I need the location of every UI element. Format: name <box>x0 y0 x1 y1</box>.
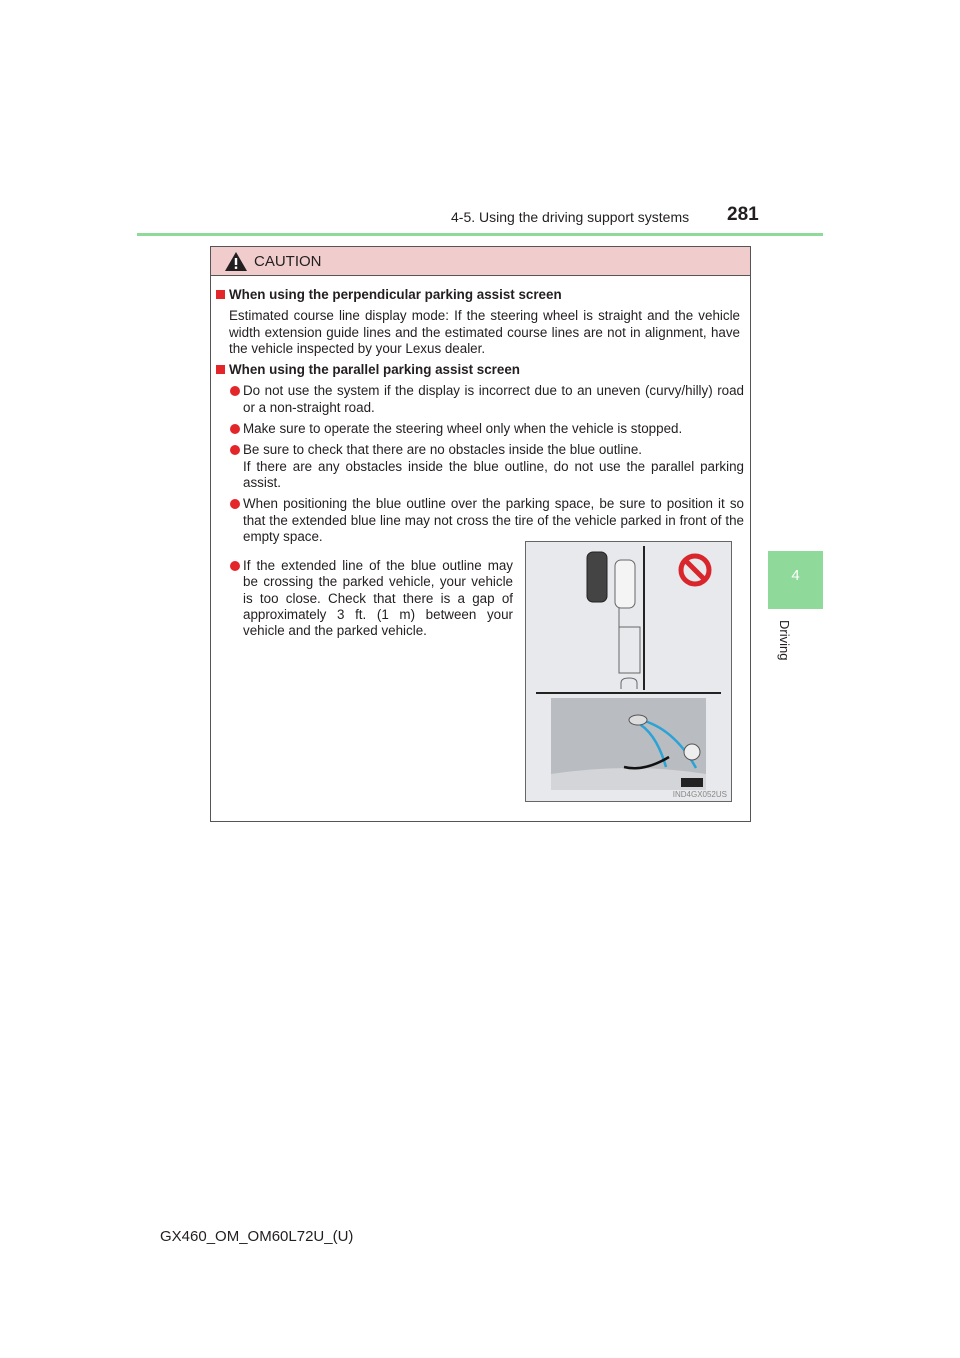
bullet-icon <box>230 386 240 397</box>
warning-icon <box>225 251 247 271</box>
header-rule <box>137 233 823 236</box>
bullet-icon <box>230 424 240 435</box>
caution-box: CAUTION When using the perpendicular par… <box>210 246 751 822</box>
section-title: 4-5. Using the driving support systems <box>451 209 690 225</box>
bullet-icon <box>230 499 240 510</box>
chapter-tab: 4 <box>768 551 823 609</box>
chapter-label: Driving <box>777 620 792 661</box>
list-item: When positioning the blue outline over t… <box>211 496 750 545</box>
bullet-icon <box>230 445 240 456</box>
document-code: GX460_OM_OM60L72U_(U) <box>160 1228 354 1245</box>
list-item: Make sure to operate the steering wheel … <box>211 421 750 437</box>
section-heading: When using the parallel parking assist s… <box>211 362 750 378</box>
bullet-icon <box>230 561 240 572</box>
section-heading: When using the perpendicular parking ass… <box>211 287 750 303</box>
figure-code: IND4GX052US <box>672 790 727 799</box>
page-number: 281 <box>727 204 759 225</box>
caution-title: CAUTION <box>254 252 322 270</box>
list-item: Be sure to check that there are no obsta… <box>211 442 750 491</box>
square-bullet-icon <box>216 365 225 375</box>
caution-header: CAUTION <box>211 247 750 276</box>
list-item: If the extended line of the blue outline… <box>211 558 513 639</box>
list-item: Do not use the system if the display is … <box>211 383 750 416</box>
square-bullet-icon <box>216 290 225 299</box>
paragraph: Estimated course line display mode: If t… <box>229 308 740 356</box>
parking-illustration: IND4GX052US <box>525 541 732 802</box>
